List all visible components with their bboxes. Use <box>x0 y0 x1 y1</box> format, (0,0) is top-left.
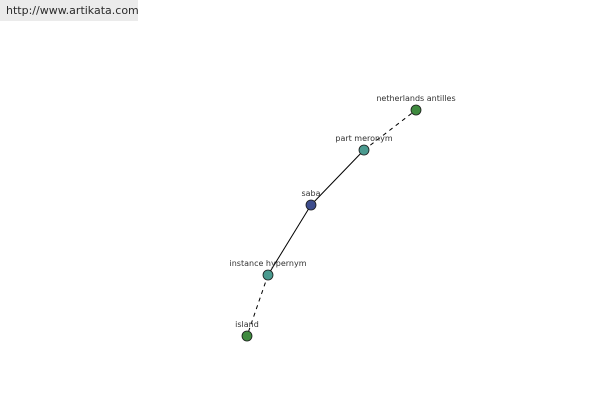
node-marker-instance-hypernym[interactable] <box>262 269 274 281</box>
node-label-saba: saba <box>301 189 320 198</box>
node-netherlands-antilles[interactable]: netherlands antilles <box>376 94 456 116</box>
graph-nodes: netherlands antilles part meronym saba inst… <box>230 94 456 342</box>
node-marker-saba[interactable] <box>305 199 317 211</box>
edge-saba-to-instance-hypernym <box>267 204 312 276</box>
node-marker-part-meronym[interactable] <box>358 144 370 156</box>
node-saba[interactable]: saba <box>301 189 321 211</box>
node-marker-island[interactable] <box>241 330 253 342</box>
edge-instance-hypernym-to-island <box>246 274 269 337</box>
node-label-instance-hypernym: instance hypernym <box>230 259 307 268</box>
node-label-netherlands-antilles: netherlands antilles <box>376 94 455 103</box>
edge-part-meronym-to-netherlands-antilles <box>363 109 417 151</box>
node-part-meronym[interactable]: part meronym <box>335 134 393 156</box>
node-label-part-meronym: part meronym <box>335 134 392 143</box>
graph-edges <box>246 109 417 337</box>
edge-saba-to-part-meronym <box>310 149 365 206</box>
site-url-watermark: http://www.artikata.com <box>0 0 139 21</box>
node-label-island: island <box>235 320 259 329</box>
node-island[interactable]: island <box>235 320 259 342</box>
node-marker-netherlands-antilles[interactable] <box>410 104 422 116</box>
node-instance-hypernym[interactable]: instance hypernym <box>230 259 307 281</box>
